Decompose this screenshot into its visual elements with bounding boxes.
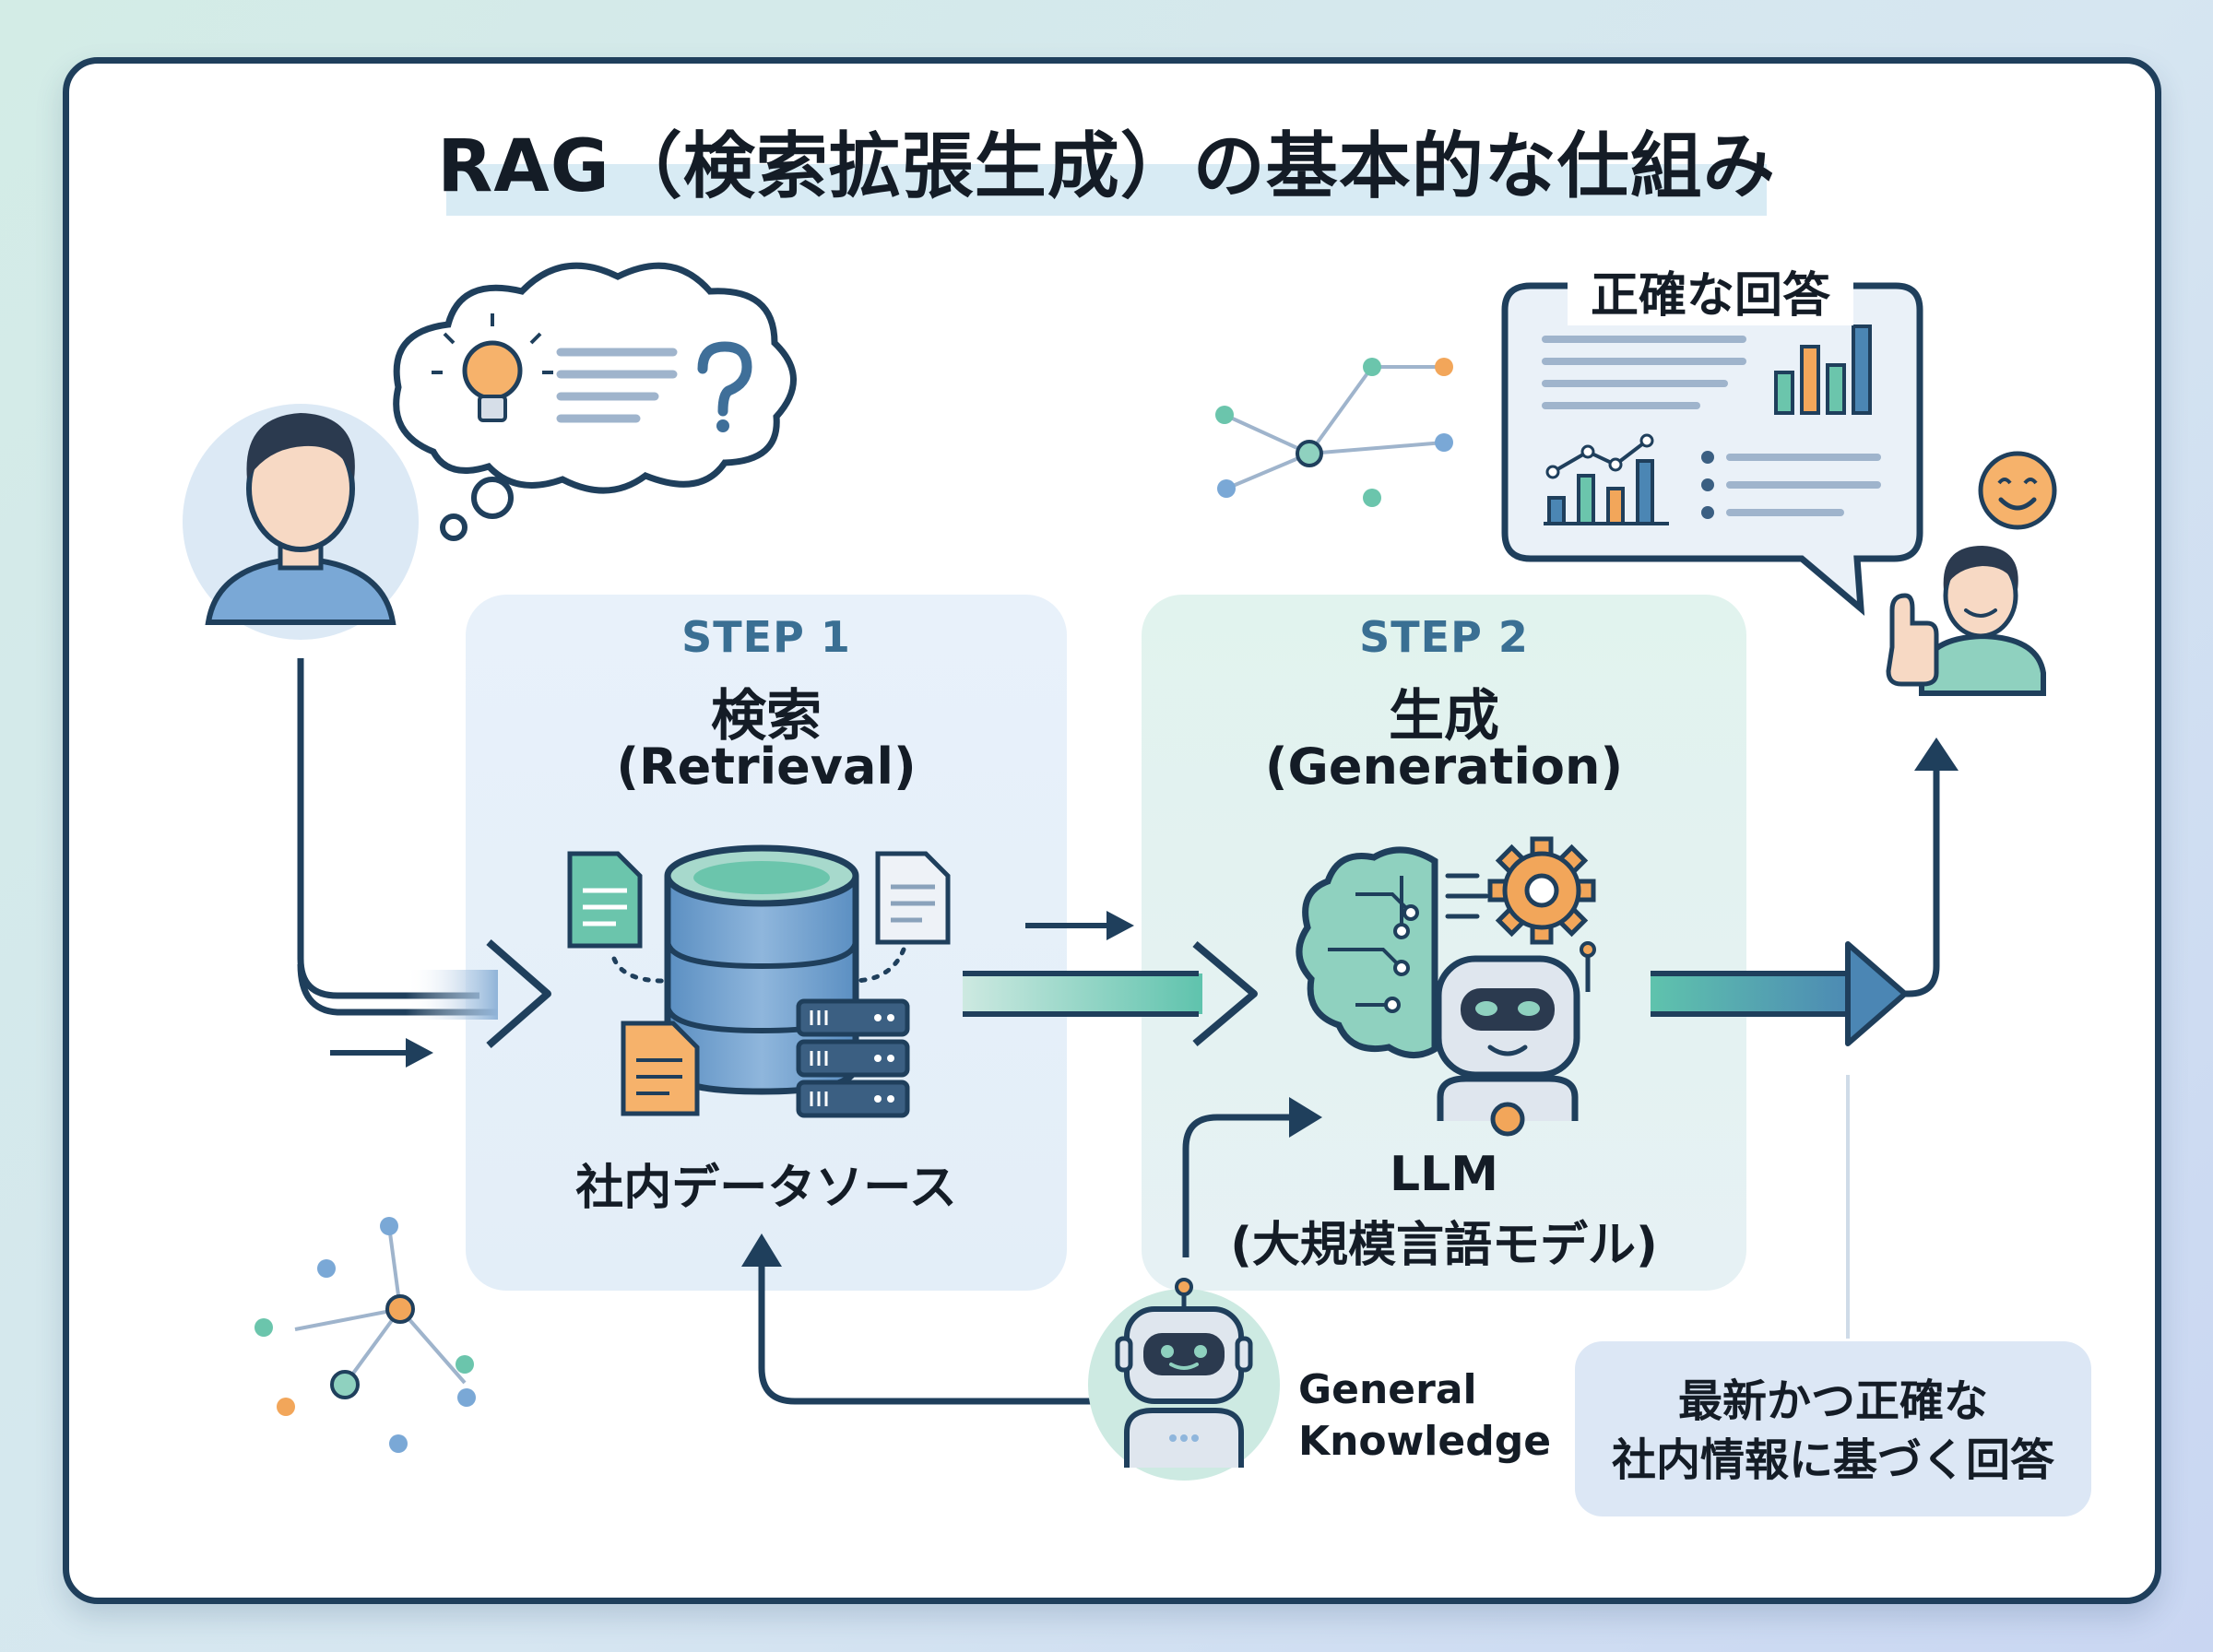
answer-summary-line2: 社内情報に基づく回答 (1611, 1434, 2054, 1486)
robot-icon (1088, 1278, 1280, 1481)
network-icon (1215, 358, 1453, 507)
line-chart-icon (1544, 433, 1669, 525)
title-highlight (446, 164, 1767, 216)
answer-bubble-title: 正確な回答 (1568, 256, 1853, 325)
answer-summary-line1: 最新かつ正確な (1677, 1375, 1988, 1427)
bullet-list-icon (1701, 451, 1881, 519)
text-lines-icon (556, 348, 678, 423)
database-icon (664, 844, 859, 1095)
text-lines-icon (1542, 336, 1746, 409)
robot-icon (1435, 941, 1596, 1137)
thumbs-up-icon (1886, 593, 1939, 687)
brain-icon (1296, 846, 1489, 1058)
lightbulb-icon (432, 313, 553, 422)
step2-heading: 生成 (1389, 684, 1499, 749)
thought-cloud (393, 262, 797, 541)
gear-icon (1487, 836, 1596, 945)
step1-heading: 検索 (711, 684, 822, 749)
happy-user-avatar (1919, 546, 2046, 696)
llm-label: LLM (1389, 1147, 1498, 1202)
general-knowledge-line2: Knowledge (1298, 1418, 1552, 1465)
document-icon (567, 851, 643, 949)
document-icon (621, 1021, 700, 1116)
smiley-icon (1978, 451, 2057, 530)
step2-subheading: (Generation) (1264, 738, 1624, 796)
answer-summary-text: 最新かつ正確な 社内情報に基づく回答 (1575, 1372, 2091, 1490)
general-knowledge-line1: General (1298, 1366, 1477, 1413)
data-source-label: 社内データソース (575, 1161, 957, 1216)
bar-chart-icon (1774, 324, 1872, 415)
network-icon (254, 1217, 476, 1453)
llm-sublabel: (大規模言語モデル) (1230, 1218, 1658, 1273)
document-icon (875, 851, 951, 945)
generation-to-output-arrow (1651, 738, 1959, 1339)
general-knowledge-feed-arrows (741, 1097, 1322, 1405)
step2-label: STEP 2 (1359, 612, 1529, 662)
user-avatar (183, 404, 419, 640)
retrieval-to-generation-arrow (963, 911, 1258, 1047)
input-arrow (297, 658, 551, 1068)
question-mark-icon (697, 341, 752, 432)
server-icon (796, 998, 910, 1118)
step2-panel (1142, 595, 1746, 1291)
answer-summary-box (1575, 1341, 2091, 1516)
page-title: RAG（検索拡張生成）の基本的な仕組み (437, 125, 1776, 208)
general-knowledge-label: General Knowledge (1298, 1364, 1551, 1468)
step1-subheading: (Retrieval) (616, 738, 917, 796)
step1-label: STEP 1 (681, 612, 851, 662)
